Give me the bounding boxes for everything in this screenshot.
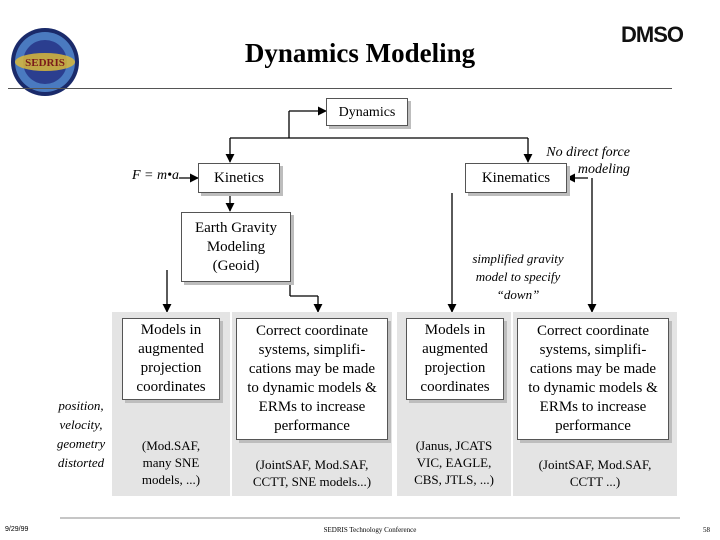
footer-page-number: 58 <box>703 526 710 534</box>
simplified-line-3: “down” <box>496 287 540 302</box>
dynamics-label: Dynamics <box>338 104 396 120</box>
col1-line-4: coordinates <box>136 379 206 395</box>
no-force-line-2: modeling <box>577 162 630 177</box>
col3-line-3: projection <box>424 360 486 376</box>
gravity-line-3: (Geoid) <box>212 257 260 274</box>
col3-note-1: (Janus, JCATS <box>415 438 493 453</box>
kinetics-label: Kinetics <box>214 169 264 186</box>
footer-conference: SEDRIS Technology Conference <box>323 526 417 534</box>
no-force-line-1: No direct force <box>546 145 630 160</box>
col2-line-2: systems, simplifi- <box>258 342 366 358</box>
no-force-note: No direct force modeling <box>520 144 630 178</box>
col3-note-2: VIC, EAGLE, <box>416 455 492 470</box>
gravity-line-2: Modeling <box>206 238 266 255</box>
simplified-gravity-note: simplified gravity model to specify “dow… <box>448 250 588 304</box>
sedris-logo: SEDRIS <box>11 28 79 96</box>
col3-line-1: Models in <box>424 322 486 338</box>
col4-line-5: ERMs to increase <box>539 399 647 415</box>
dmso-logo: DMSO <box>604 22 700 47</box>
simplified-line-1: simplified gravity <box>472 251 564 266</box>
col1-box: Models in augmented projection coordinat… <box>122 318 220 400</box>
col4-note: (JointSAF, Mod.SAF, CCTT ...) <box>513 456 677 490</box>
title-rule <box>8 88 672 89</box>
footer-date: 9/29/99 <box>5 526 29 533</box>
col1-line-1: Models in <box>140 322 202 338</box>
col3-box: Models in augmented projection coordinat… <box>406 318 504 400</box>
col2-note-1: (JointSAF, Mod.SAF, <box>255 457 369 472</box>
side-line-4: distorted <box>57 455 105 470</box>
col4-box: Correct coordinate systems, simplifi- ca… <box>517 318 669 440</box>
col3-note-3: CBS, JTLS, ...) <box>414 472 494 487</box>
col4-line-4: to dynamic models & <box>528 380 658 396</box>
col1-note-2: many SNE <box>142 455 200 470</box>
col4-line-1: Correct coordinate <box>536 323 650 339</box>
side-line-1: position, <box>58 398 104 413</box>
col3-line-2: augmented <box>422 341 488 357</box>
gravity-line-1: Earth Gravity <box>194 219 278 236</box>
kinematics-box: Kinematics <box>465 163 567 193</box>
col2-line-3: cations may be made <box>248 361 376 377</box>
dynamics-box: Dynamics <box>326 98 408 126</box>
logo-right-text: DMSO <box>621 22 684 47</box>
col2-note: (JointSAF, Mod.SAF, CCTT, SNE models...) <box>232 456 392 490</box>
col2-box: Correct coordinate systems, simplifi- ca… <box>236 318 388 440</box>
col1-note-3: models, ...) <box>141 472 201 487</box>
col4-line-2: systems, simplifi- <box>539 342 647 358</box>
col3-line-4: coordinates <box>420 379 490 395</box>
kinetics-box: Kinetics <box>198 163 280 193</box>
col1-line-2: augmented <box>138 341 204 357</box>
col1-note: (Mod.SAF, many SNE models, ...) <box>112 437 230 488</box>
side-line-3: geometry <box>56 436 106 451</box>
col2-note-2: CCTT, SNE models...) <box>252 474 372 489</box>
side-line-2: velocity, <box>59 417 103 432</box>
col2-line-1: Correct coordinate <box>255 323 369 339</box>
col4-line-6: performance <box>555 418 631 434</box>
col3-note: (Janus, JCATS VIC, EAGLE, CBS, JTLS, ...… <box>397 437 511 488</box>
side-label: position, velocity, geometry distorted <box>48 396 114 472</box>
col1-note-1: (Mod.SAF, <box>141 438 201 453</box>
kinematics-label: Kinematics <box>481 169 551 186</box>
earth-gravity-box: Earth Gravity Modeling (Geoid) <box>181 212 291 282</box>
logo-left-text: SEDRIS <box>25 57 65 69</box>
col2-line-5: ERMs to increase <box>258 399 366 415</box>
col4-note-2: CCTT ...) <box>569 474 621 489</box>
col2-line-4: to dynamic models & <box>247 380 377 396</box>
simplified-line-2: model to specify <box>475 269 561 284</box>
col4-line-3: cations may be made <box>529 361 657 377</box>
formula-label: F = m•a <box>132 168 180 183</box>
col1-line-3: projection <box>140 360 202 376</box>
col4-note-1: (JointSAF, Mod.SAF, <box>538 457 652 472</box>
page-title: Dynamics Modeling <box>244 38 476 68</box>
col2-line-6: performance <box>274 418 350 434</box>
